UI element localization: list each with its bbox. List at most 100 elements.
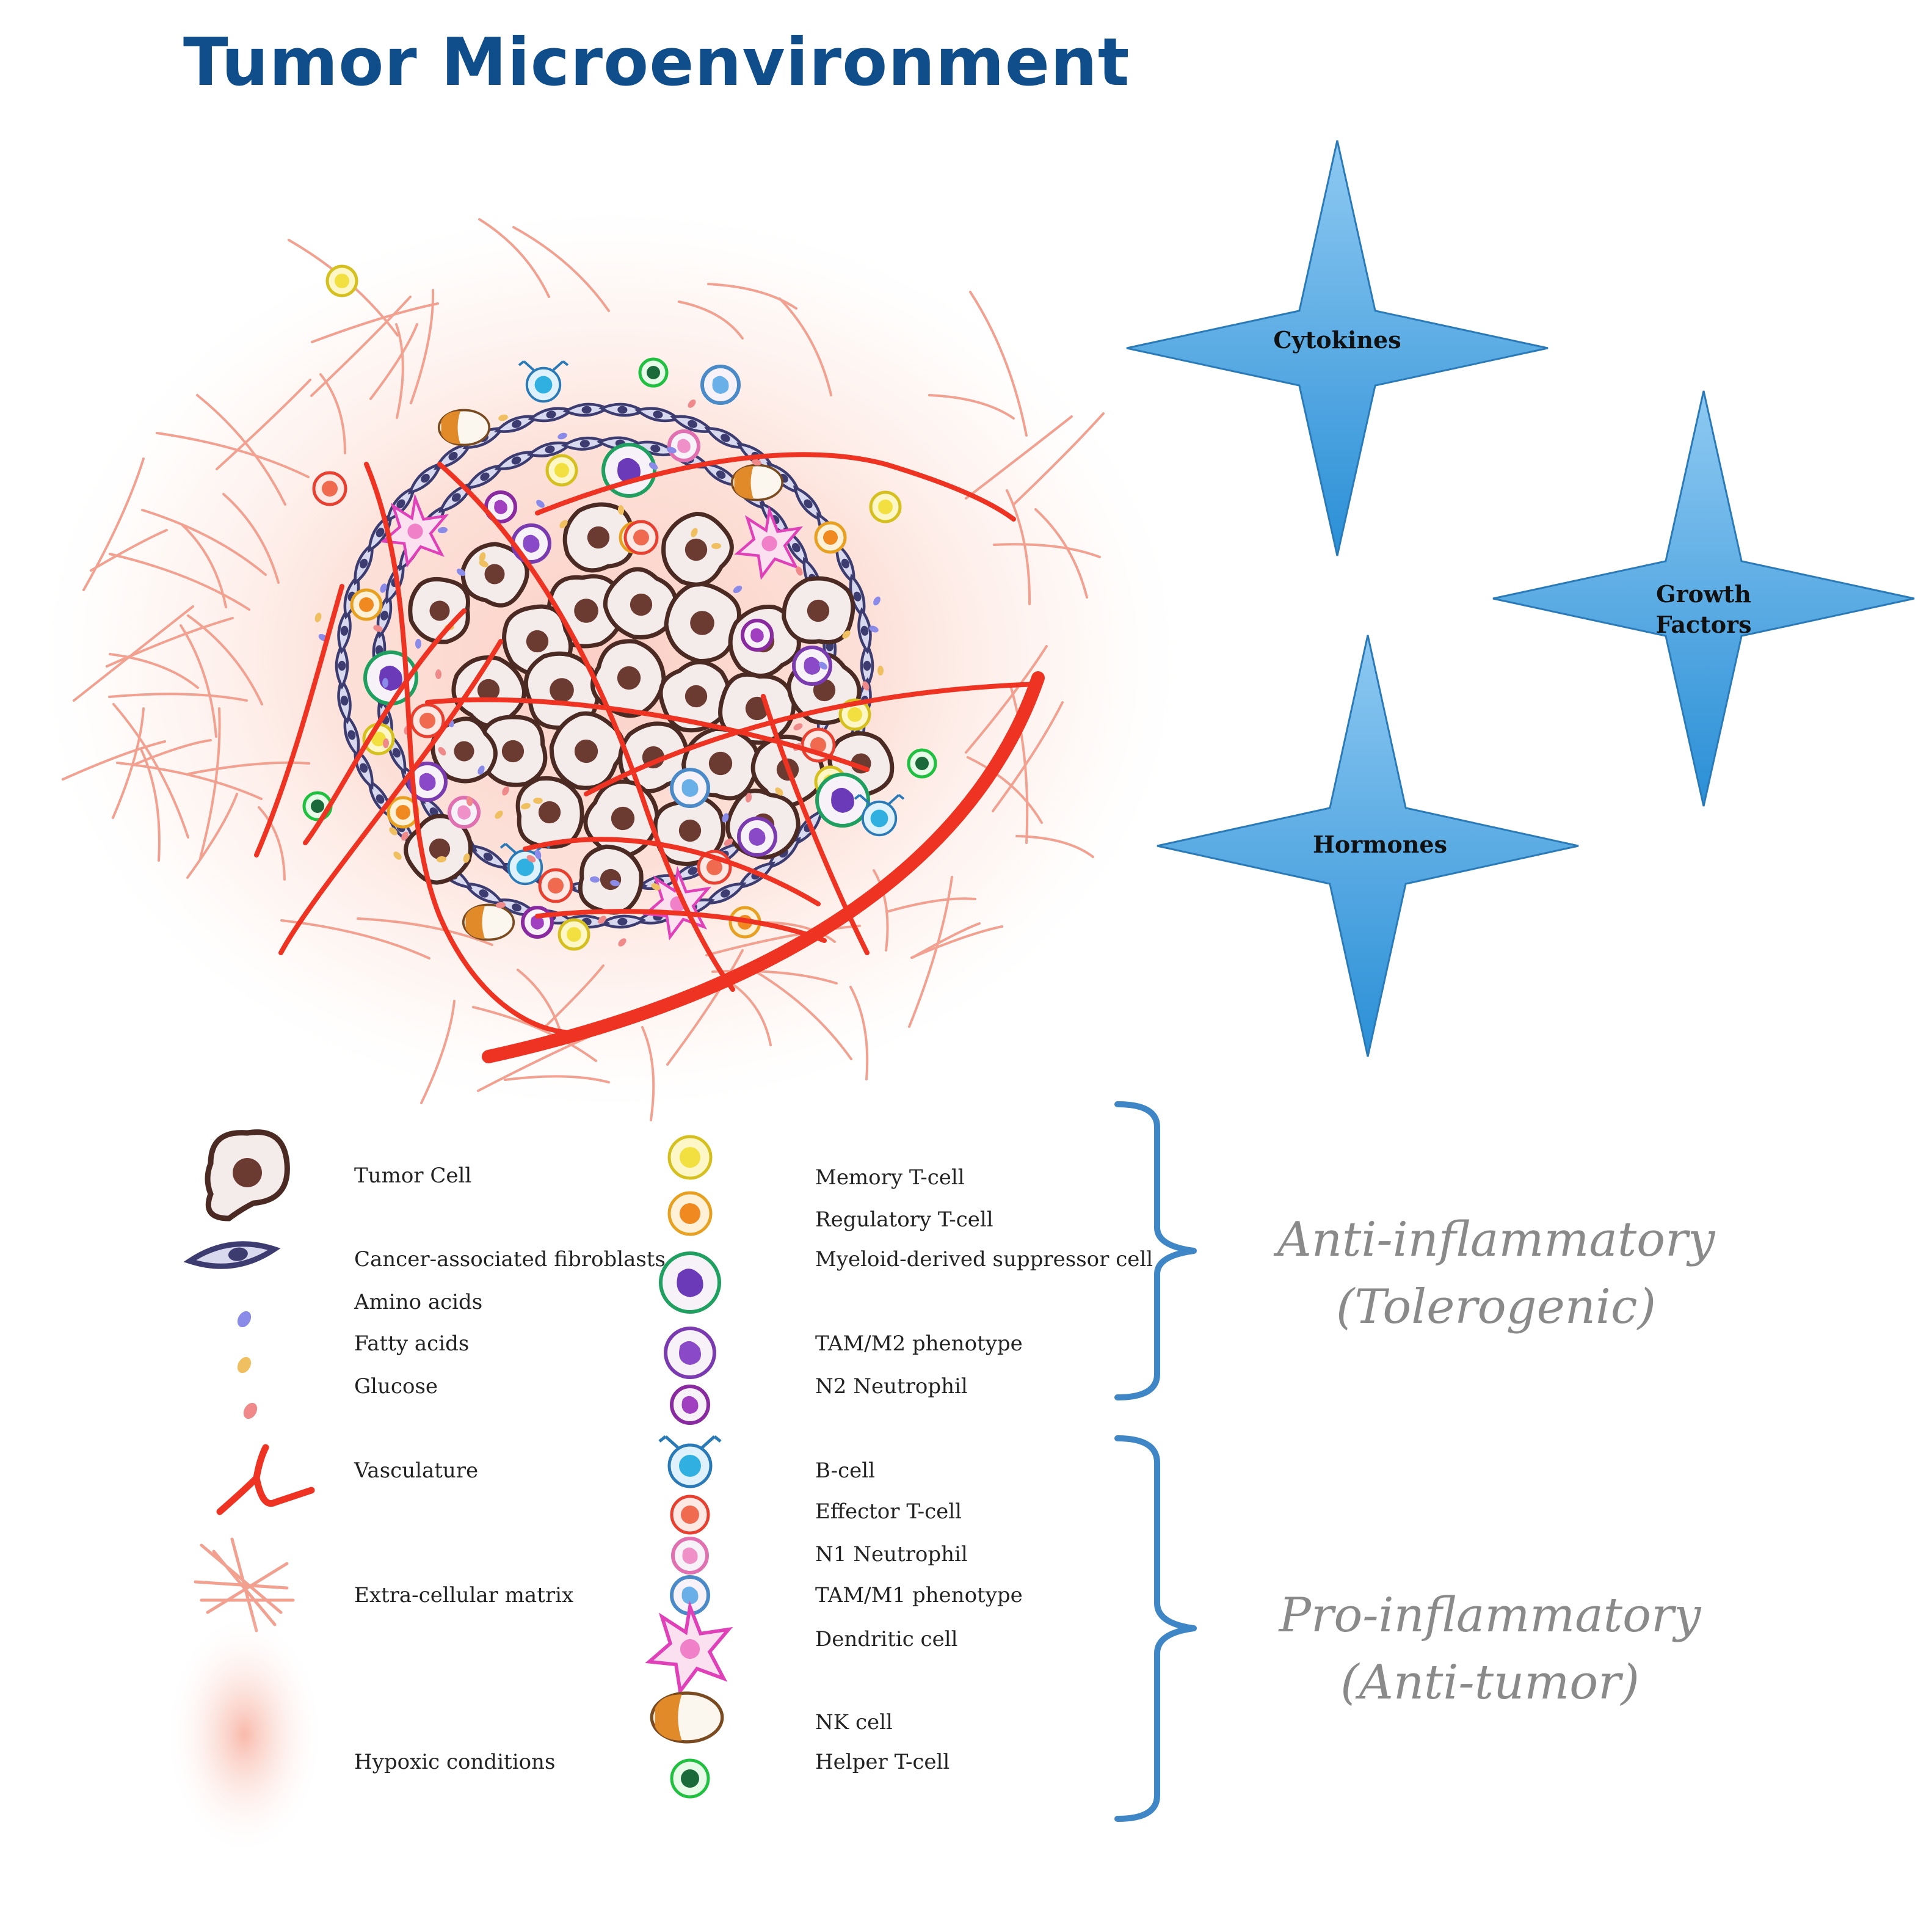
ecm-fiber — [156, 432, 310, 478]
ecm-fiber — [1034, 508, 1088, 599]
n1-neutrophil-cell — [448, 796, 481, 829]
legend-dendritic-cell: Dendritic cell — [815, 1627, 958, 1651]
ecm-fiber — [849, 986, 869, 1080]
nutrient-dot — [873, 596, 881, 606]
nutrient-dot — [415, 639, 422, 649]
cytokines-star — [1126, 140, 1549, 556]
tumor-cell-icon — [205, 1129, 290, 1222]
nutrient-dot — [819, 661, 827, 670]
legend-n2-neutrophil: N2 Neutrophil — [815, 1374, 968, 1399]
pro-inflammatory-line1: Pro-inflammatory — [1279, 1588, 1701, 1643]
memory-t-cell — [557, 918, 590, 951]
legend-tam-m1: TAM/M1 phenotype — [815, 1583, 1023, 1608]
ecm-fiber — [728, 981, 772, 1046]
ecm-fiber — [357, 917, 493, 946]
ecm-fiber — [761, 921, 836, 943]
n1-neutrophil-cell — [667, 429, 700, 462]
memory-t-cell — [545, 454, 578, 487]
ecm-fiber — [106, 617, 234, 668]
ecm-fiber — [82, 457, 145, 591]
regulatory-t-cell — [350, 588, 383, 621]
ecm-fiber — [187, 614, 263, 705]
nutrient-dot — [877, 666, 884, 675]
fatty-acid-dot-icon — [237, 1356, 252, 1374]
group-brackets — [1114, 1101, 1197, 1822]
nutrient-dot — [752, 459, 761, 466]
tumor-cell — [460, 542, 529, 608]
nutrient-dot — [688, 399, 696, 408]
ecm-fiber — [116, 762, 263, 800]
ecm-fiber — [965, 415, 1073, 500]
legend-right-icons — [645, 1135, 733, 1799]
dendritic-cell — [380, 493, 449, 568]
nutrient-dot — [389, 827, 398, 836]
nutrient-dot — [521, 803, 531, 810]
nutrient-dot — [498, 414, 508, 421]
growth-text: Growth — [1656, 580, 1751, 608]
nutrient-dot — [775, 787, 783, 796]
fibroblast-icon — [183, 1241, 281, 1269]
legend-n1-neutrophil: N1 Neutrophil — [815, 1542, 968, 1567]
nutrient-dot — [380, 583, 387, 593]
fibroblast-cell — [337, 607, 352, 655]
ecm-fiber — [108, 693, 248, 702]
nutrient-dot — [648, 462, 658, 470]
nutrient-dot — [533, 797, 543, 804]
page-title: Tumor Microenvironment — [183, 24, 1130, 101]
nutrient-dot — [557, 432, 567, 440]
ecm-fiber — [109, 553, 250, 611]
ecm-fiber — [258, 806, 286, 881]
hormones-label: Hormones — [1282, 829, 1478, 860]
ecm-fiber — [112, 707, 145, 819]
fibroblast-cell — [562, 402, 611, 417]
b-cell — [518, 360, 569, 403]
pro-inflammatory-bracket — [1114, 1435, 1197, 1822]
ecm-fiber — [478, 218, 550, 298]
tumor-cell — [658, 660, 732, 733]
tam-m2-cell — [407, 762, 448, 802]
legend-left-icons — [165, 1129, 324, 1857]
ecm-fiber — [992, 701, 1064, 812]
nutrient-dot — [733, 585, 743, 594]
nutrient-dot — [526, 855, 536, 862]
helper-t-cell — [907, 748, 937, 779]
ecm-fiber — [1009, 685, 1029, 844]
amino-acid-dot-icon — [237, 1311, 252, 1328]
mdsc-cell — [815, 773, 870, 828]
ecm-fiber — [310, 296, 412, 397]
vasculature — [254, 452, 1045, 1063]
nk-cell — [730, 464, 784, 501]
nutrient-dot — [393, 851, 402, 860]
legend-effector-t-cell: Effector T-cell — [815, 1499, 962, 1524]
ecm-fiber — [199, 707, 221, 859]
glucose-dot-icon — [243, 1402, 258, 1419]
ecm-fiber — [1006, 489, 1031, 605]
nutrient-dot — [373, 625, 383, 632]
ecm-fiber — [969, 291, 1028, 437]
n2-neutrophil-cell — [741, 619, 774, 652]
ecm-fiber — [186, 793, 238, 879]
legend-tam-m2: TAM/M2 phenotype — [815, 1331, 1023, 1356]
nutrient-dot — [463, 853, 470, 863]
tam-m2-cell — [511, 523, 551, 564]
tumor-cell — [661, 512, 734, 587]
growth-factors-label: Growth Factors — [1606, 579, 1801, 640]
ecm-fiber — [216, 379, 311, 470]
helper-t-cell-icon — [670, 1758, 710, 1799]
helper-t-cell — [638, 357, 669, 388]
cytokines-text: Cytokines — [1273, 326, 1401, 354]
soluble-factors — [1126, 140, 1915, 1057]
legend-fibroblasts: Cancer-associated fibroblasts — [354, 1247, 666, 1272]
nutrient-dot — [382, 738, 390, 748]
nutrient-dot — [598, 916, 606, 924]
nutrient-dot — [559, 520, 568, 528]
ecm-fiber — [911, 922, 981, 959]
nutrient-dot — [437, 856, 446, 863]
nutrient-dot — [479, 560, 488, 567]
ecm-fiber — [62, 740, 166, 781]
tumor-core — [404, 502, 895, 915]
nutrient-dot — [496, 901, 506, 909]
nutrient-dot — [495, 810, 503, 819]
ecm-fiber — [196, 394, 286, 506]
